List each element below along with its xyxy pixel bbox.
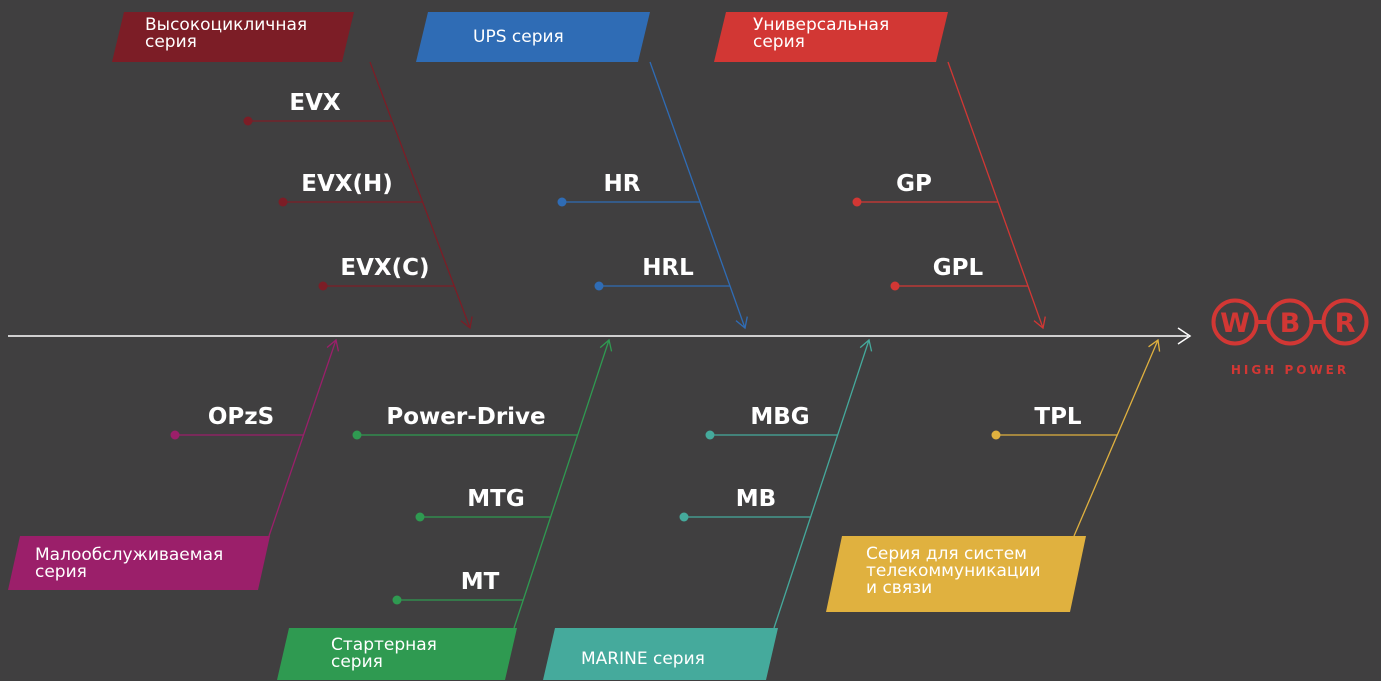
logo-letter: R (1335, 308, 1356, 339)
category-label-marine: MARINE серия (581, 649, 705, 669)
bone-arrowhead-universal (1033, 316, 1046, 330)
branch-dot (594, 281, 604, 291)
item-label: MBG (750, 404, 809, 430)
branch-dot (557, 197, 567, 207)
category-label-line: серия (35, 562, 87, 582)
category-label-line: UPS серия (473, 27, 564, 47)
category-label-line: Стартерная (331, 635, 437, 655)
logo-letter: B (1280, 308, 1301, 339)
item-label: MTG (467, 486, 524, 512)
item-label: OPzS (208, 404, 274, 430)
bone-arrowhead-high-cycle (460, 316, 473, 330)
category-label-line: Серия для систем (866, 544, 1027, 564)
bone-ups (649, 61, 746, 329)
bone-telecom (1073, 339, 1159, 537)
branch-dot (415, 512, 425, 522)
branch-dot (991, 430, 1001, 440)
item-label: HRL (642, 255, 694, 281)
category-label-line: серия (145, 32, 197, 52)
category-label-line: и связи (866, 578, 932, 598)
category-box-high-cycle (112, 12, 354, 62)
category-label-line: MARINE серия (581, 649, 705, 669)
item-label: EVX(C) (340, 255, 429, 281)
category-label-line: Малообслуживаемая (35, 545, 223, 565)
main-spine-arrowhead (1177, 327, 1192, 345)
logo-tagline: HIGH POWER (1231, 363, 1349, 377)
branch-dot (170, 430, 180, 440)
bone-arrowhead-marine (859, 338, 873, 352)
bone-marine (773, 339, 870, 629)
branch-dot (243, 116, 253, 126)
category-label-line: Универсальная (753, 15, 889, 35)
branch-dot (278, 197, 288, 207)
bone-universal (947, 61, 1044, 329)
item-label: EVX (289, 90, 341, 116)
bone-arrowhead-starter (599, 338, 613, 352)
branch-dot (705, 430, 715, 440)
bone-high-cycle (369, 61, 471, 329)
branch-dot (679, 512, 689, 522)
branch-dot (352, 430, 362, 440)
bone-starter (513, 339, 610, 629)
category-box-starter (277, 628, 517, 680)
item-label: HR (604, 171, 641, 197)
item-label: GPL (933, 255, 984, 281)
category-box-universal (714, 12, 948, 62)
item-label: MB (736, 486, 776, 512)
bone-arrowhead-low-maintenance (326, 338, 340, 352)
category-box-marine (543, 628, 778, 680)
item-label: GP (896, 171, 932, 197)
category-label-line: Высокоцикличная (145, 15, 307, 35)
category-label-ups: UPS серия (473, 27, 564, 47)
category-label-line: телекоммуникации (866, 561, 1041, 581)
branch-dot (392, 595, 402, 605)
bone-low-maintenance (268, 339, 337, 537)
item-label: MT (461, 569, 500, 595)
branch-dot (852, 197, 862, 207)
bone-arrowhead-ups (735, 316, 748, 330)
category-marine: MARINE серия MBG MB (543, 338, 873, 680)
category-label-line: серия (331, 652, 383, 672)
branch-dot (890, 281, 900, 291)
branch-dot (318, 281, 328, 291)
category-label-line: серия (753, 32, 805, 52)
category-box-telecom (826, 536, 1086, 612)
logo-letter: W (1220, 308, 1250, 339)
item-label: EVX(H) (301, 171, 393, 197)
item-label: TPL (1034, 404, 1082, 430)
category-box-low-maintenance (8, 536, 270, 590)
bone-arrowhead-telecom (1148, 338, 1161, 352)
category-box-ups (416, 12, 650, 62)
item-label: Power-Drive (386, 404, 545, 430)
